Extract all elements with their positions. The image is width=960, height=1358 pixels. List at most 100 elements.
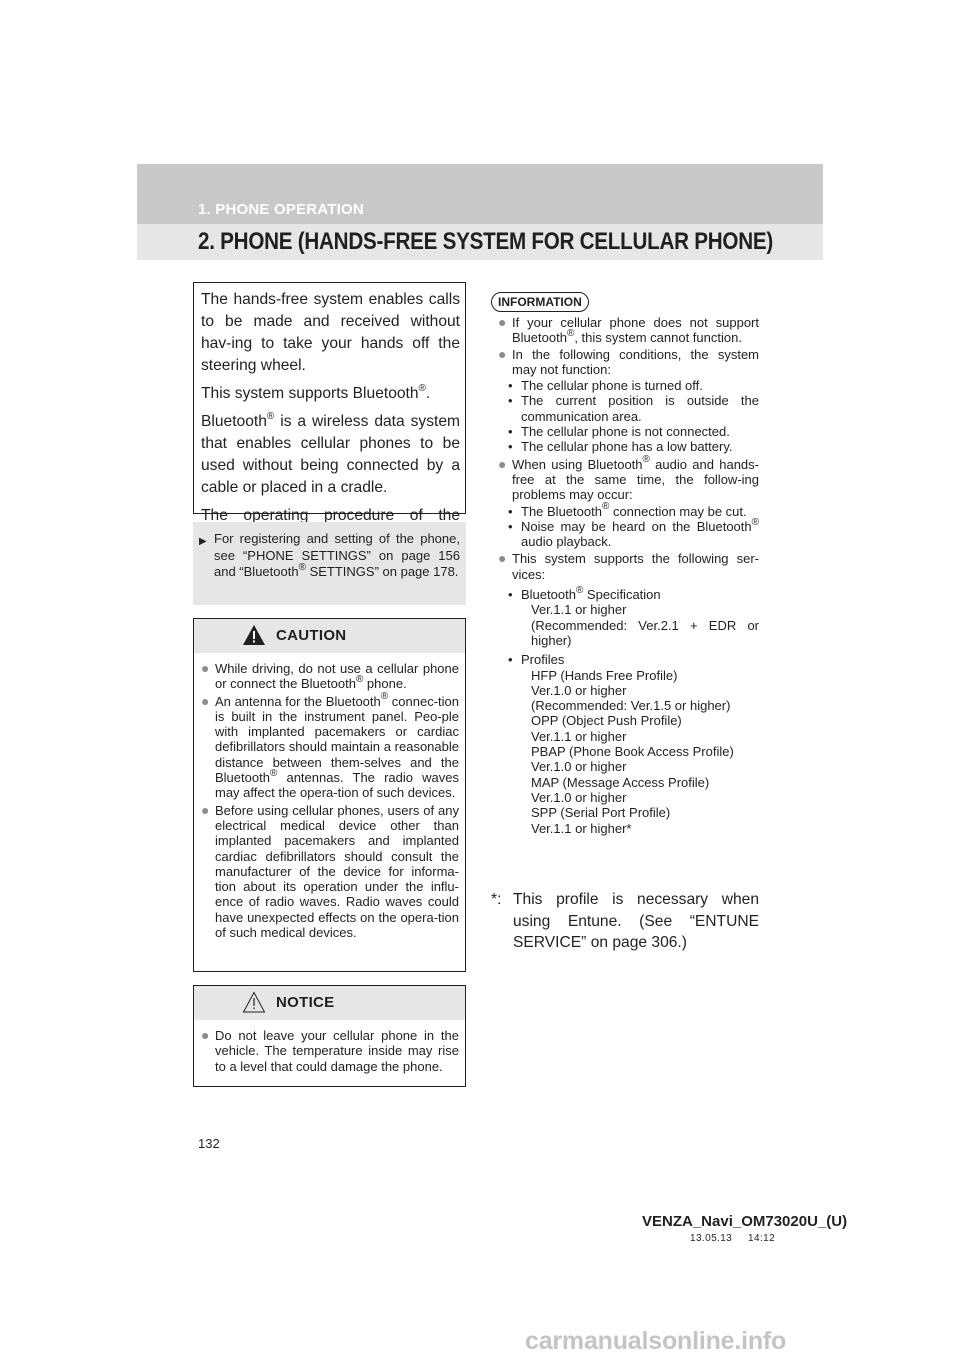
profile-line: OPP (Object Push Profile) xyxy=(531,713,682,729)
notice-item: ● Do not leave your cellular phone in th… xyxy=(201,1027,459,1074)
caution-header: CAUTION xyxy=(194,619,465,653)
intro-p2-end: . xyxy=(425,385,431,402)
section-title: 1. PHONE OPERATION xyxy=(198,201,364,218)
problem-text-end: audio playback. xyxy=(521,534,612,550)
problem-item: • Noise may be heard on the Bluetooth® au… xyxy=(498,516,759,550)
information-body: ● If your cellular phone does not suppor… xyxy=(491,314,759,836)
title-band xyxy=(137,224,823,260)
info-item-3-text: When using Bluetooth xyxy=(512,456,643,472)
bullet-icon: ● xyxy=(201,1027,210,1043)
caution-item: ● Before using cellular phones, users of… xyxy=(201,802,459,941)
profile-line: Ver.1.1 or higher xyxy=(531,728,627,744)
small-bullet-icon: • xyxy=(508,393,513,409)
registered-mark: ® xyxy=(575,584,584,596)
bullet-icon: ● xyxy=(201,660,210,676)
intro-p3-rest: is a wireless data system that enables c… xyxy=(201,413,460,496)
intro-paragraph-2: This system supports Bluetooth®. xyxy=(201,383,460,405)
condition-text: The cellular phone is turned off. xyxy=(521,378,703,394)
information-badge: INFORMATION xyxy=(491,292,589,312)
registered-mark: ® xyxy=(751,516,759,528)
notice-warning-icon xyxy=(242,991,266,1013)
info-item-2-text: In the following conditions, the system … xyxy=(512,346,759,377)
footnote-item: *: This profile is necessary when using … xyxy=(491,889,759,954)
problem-text-end: connection may be cut. xyxy=(609,503,747,519)
information-section: INFORMATION ● If your cellular phone doe… xyxy=(491,292,759,836)
small-bullet-icon: • xyxy=(508,439,513,455)
registered-mark: ® xyxy=(642,454,650,466)
footnote: *: This profile is necessary when using … xyxy=(491,889,759,954)
info-item: ● In the following conditions, the syste… xyxy=(498,345,759,378)
problem-item: •The Bluetooth® connection may be cut. xyxy=(498,501,759,519)
triangle-bullet-icon: ▶ xyxy=(199,536,207,547)
spec-line: (Recommended: Ver.2.1 + EDR or higher) xyxy=(531,617,759,648)
profile-line: Ver.1.0 or higher xyxy=(531,759,627,775)
document-date: 13.05.13 14:12 xyxy=(690,1233,776,1244)
note-text-end: SETTINGS” on page 178. xyxy=(305,564,459,579)
info-item-1-end: , this system cannot function. xyxy=(574,330,742,346)
caution-box: CAUTION ● While driving, do not use a ce… xyxy=(193,618,466,972)
footnote-mark: *: xyxy=(491,891,502,908)
profile-line: MAP (Message Access Profile) xyxy=(531,774,710,790)
profiles-label: Profiles xyxy=(521,652,565,668)
small-bullet-icon: • xyxy=(508,503,513,519)
note-text: For registering and setting of the phone… xyxy=(214,531,460,579)
info-item: ● When using Bluetooth® audio and hands-… xyxy=(498,454,759,503)
small-bullet-icon: • xyxy=(508,378,513,394)
spec-item: •Bluetooth® Specification xyxy=(498,584,759,603)
warning-icon xyxy=(243,625,265,645)
profiles-item: • Profiles xyxy=(498,652,759,667)
caution-item: ● An antenna for the Bluetooth® connec-t… xyxy=(201,691,460,801)
small-bullet-icon: • xyxy=(508,424,513,440)
info-item-4-text: This system supports the following ser-v… xyxy=(512,551,759,582)
problem-text: Noise may be heard on the Bluetooth xyxy=(521,518,752,534)
intro-paragraph-1: The hands-free system enables calls to b… xyxy=(201,291,460,374)
profile-line: Ver.1.0 or higher xyxy=(531,682,627,698)
notice-item-text: Do not leave your cellular phone in the … xyxy=(215,1028,459,1074)
registered-mark: ® xyxy=(601,501,610,513)
registered-mark: ® xyxy=(266,410,275,422)
notice-header: NOTICE xyxy=(194,986,465,1020)
small-bullet-icon: • xyxy=(508,652,513,668)
info-item: ● If your cellular phone does not suppor… xyxy=(498,314,759,346)
condition-item: • The cellular phone has a low battery. xyxy=(498,439,759,454)
caution-item-2-text: An antenna for the Bluetooth xyxy=(215,693,381,709)
condition-item: •The current position is outside the com… xyxy=(498,393,759,424)
notice-body: ● Do not leave your cellular phone in th… xyxy=(194,1020,465,1074)
small-bullet-icon: • xyxy=(508,518,513,534)
intro-paragraph-3: Bluetooth® is a wireless data system tha… xyxy=(201,411,460,499)
caution-body: ● While driving, do not use a cellular p… xyxy=(194,653,465,940)
caution-item-2-end: antennas. The radio waves may affect the… xyxy=(215,770,459,801)
notice-label: NOTICE xyxy=(276,994,335,1011)
info-item-3-end: audio and hands-free at the same time, t… xyxy=(512,456,759,503)
intro-p3-text: Bluetooth xyxy=(201,413,267,430)
bullet-icon: ● xyxy=(498,550,507,567)
profile-line: HFP (Hands Free Profile) xyxy=(531,667,678,683)
profile-line: (Recommended: Ver.1.5 or higher) xyxy=(531,698,731,714)
registered-mark: ® xyxy=(380,691,389,703)
caution-item-3-text: Before using cellular phones, users of a… xyxy=(215,802,459,941)
bullet-icon: ● xyxy=(498,345,507,362)
info-item: ● This system supports the following ser… xyxy=(498,551,759,582)
watermark: carmanualsonline.info xyxy=(525,1327,787,1355)
footnote-text: This profile is necessary when using Ent… xyxy=(513,891,759,951)
caution-item: ● While driving, do not use a cellular p… xyxy=(201,660,459,692)
info-item-1-text: If your cellular phone does not support … xyxy=(512,315,759,346)
registered-mark: ® xyxy=(269,767,278,779)
bullet-icon: ● xyxy=(498,314,507,330)
page-title: 2. PHONE (HANDS-FREE SYSTEM FOR CELLULAR… xyxy=(198,228,774,255)
small-bullet-icon: • xyxy=(508,587,513,603)
registered-mark: ® xyxy=(418,382,426,394)
intro-box: The hands-free system enables calls to b… xyxy=(193,282,466,546)
condition-item: •The cellular phone is not connected. xyxy=(498,424,759,439)
profile-line: SPP (Serial Port Profile) xyxy=(531,805,671,821)
header-band xyxy=(137,164,823,224)
registered-mark: ® xyxy=(355,673,364,685)
caution-label: CAUTION xyxy=(276,627,347,644)
intro-p2-text: This system supports Bluetooth xyxy=(201,385,419,402)
caution-item-2-mid: connec-tion is built in the instrument p… xyxy=(215,693,460,786)
condition-text: The cellular phone has a low battery. xyxy=(521,439,733,455)
registered-mark: ® xyxy=(298,561,306,573)
profile-line: PBAP (Phone Book Access Profile) xyxy=(531,744,734,760)
notice-box: NOTICE ● Do not leave your cellular phon… xyxy=(193,985,466,1087)
profile-line: Ver.1.1 or higher* xyxy=(531,820,632,836)
